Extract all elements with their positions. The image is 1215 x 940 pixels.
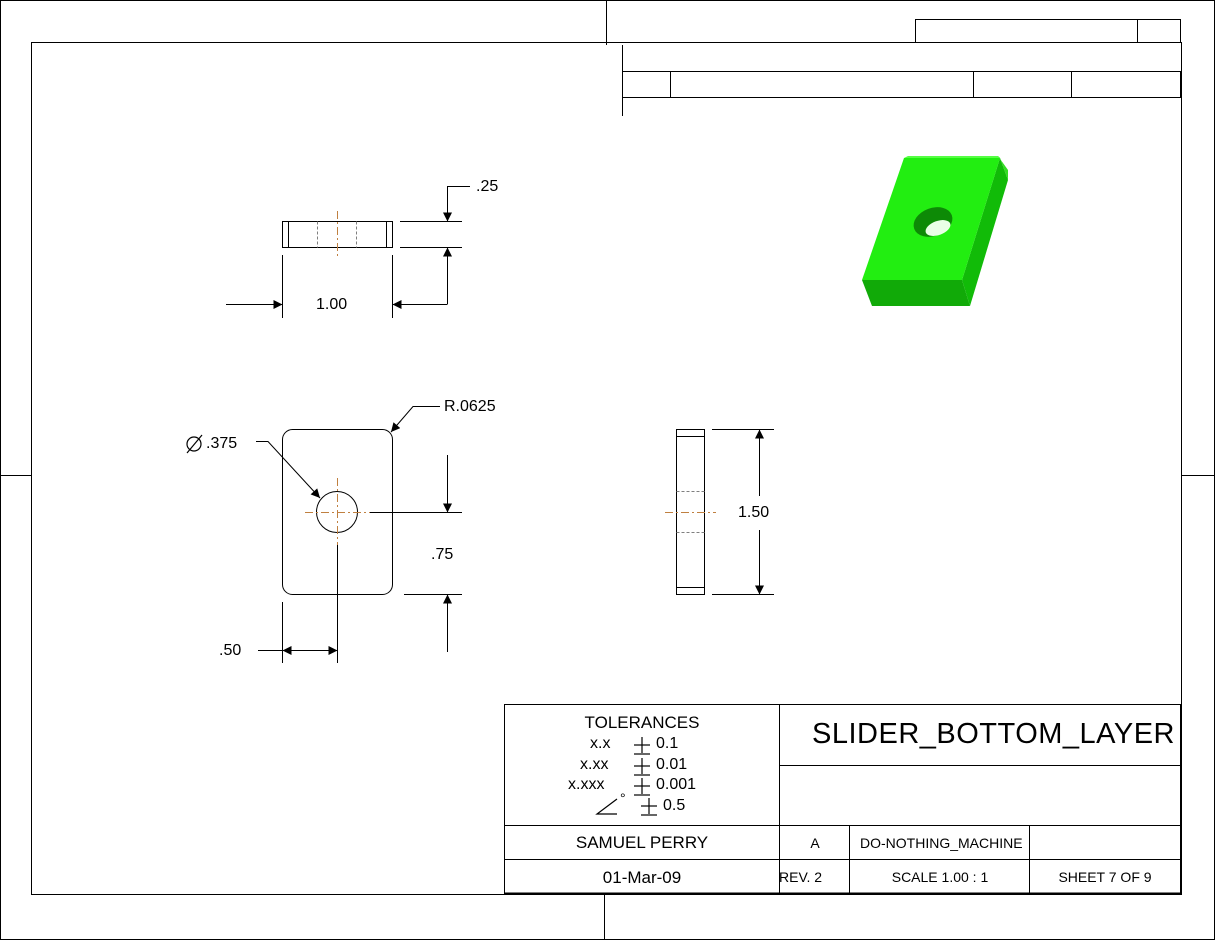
tolerance-format: x.x: [590, 735, 611, 752]
dim-side-height: 1.50: [738, 504, 770, 521]
dim-corner-radius: R.0625: [444, 398, 496, 415]
dim-hole-diameter: .375: [206, 435, 238, 452]
front-view: [186, 406, 462, 663]
part-name: SLIDER_BOTTOM_LAYER: [812, 718, 1175, 750]
side-view: [665, 429, 774, 595]
tolerance-value: 0.001: [656, 776, 697, 793]
dim-top-width: 1.00: [316, 296, 348, 313]
diameter-symbol: [186, 434, 203, 454]
dim-hole-offset-y: .75: [431, 546, 454, 563]
author-name: SAMUEL PERRY: [575, 833, 709, 852]
dim-top-height: .25: [476, 178, 499, 195]
tolerance-format: °: [620, 790, 626, 806]
tolerance-value: 0.01: [656, 756, 688, 773]
tolerance-format: x.xx: [580, 756, 609, 773]
sheet-size: A: [810, 835, 820, 851]
tolerances-heading: TOLERANCES: [584, 713, 700, 732]
hidden-hole-lines: [317, 221, 357, 248]
tolerance-value: 0.1: [656, 735, 679, 752]
angle-symbol: [595, 798, 618, 815]
revision-block: [622, 19, 1181, 116]
revision: REV. 2: [779, 869, 823, 885]
drawing-date: 01-Mar-09: [602, 868, 682, 887]
sheet-number: SHEET 7 OF 9: [1058, 869, 1152, 885]
scale: SCALE 1.00 : 1: [891, 869, 989, 885]
project-name: DO-NOTHING_MACHINE: [860, 835, 1023, 851]
plus-minus-symbols: [634, 737, 657, 816]
tolerance-value: 0.5: [663, 797, 686, 814]
dim-hole-offset-x: .50: [219, 642, 242, 659]
isometric-part-view: [862, 156, 1008, 306]
tolerance-format: x.xxx: [568, 776, 605, 793]
title-block-frame: [504, 704, 1181, 895]
top-view: [226, 186, 470, 318]
